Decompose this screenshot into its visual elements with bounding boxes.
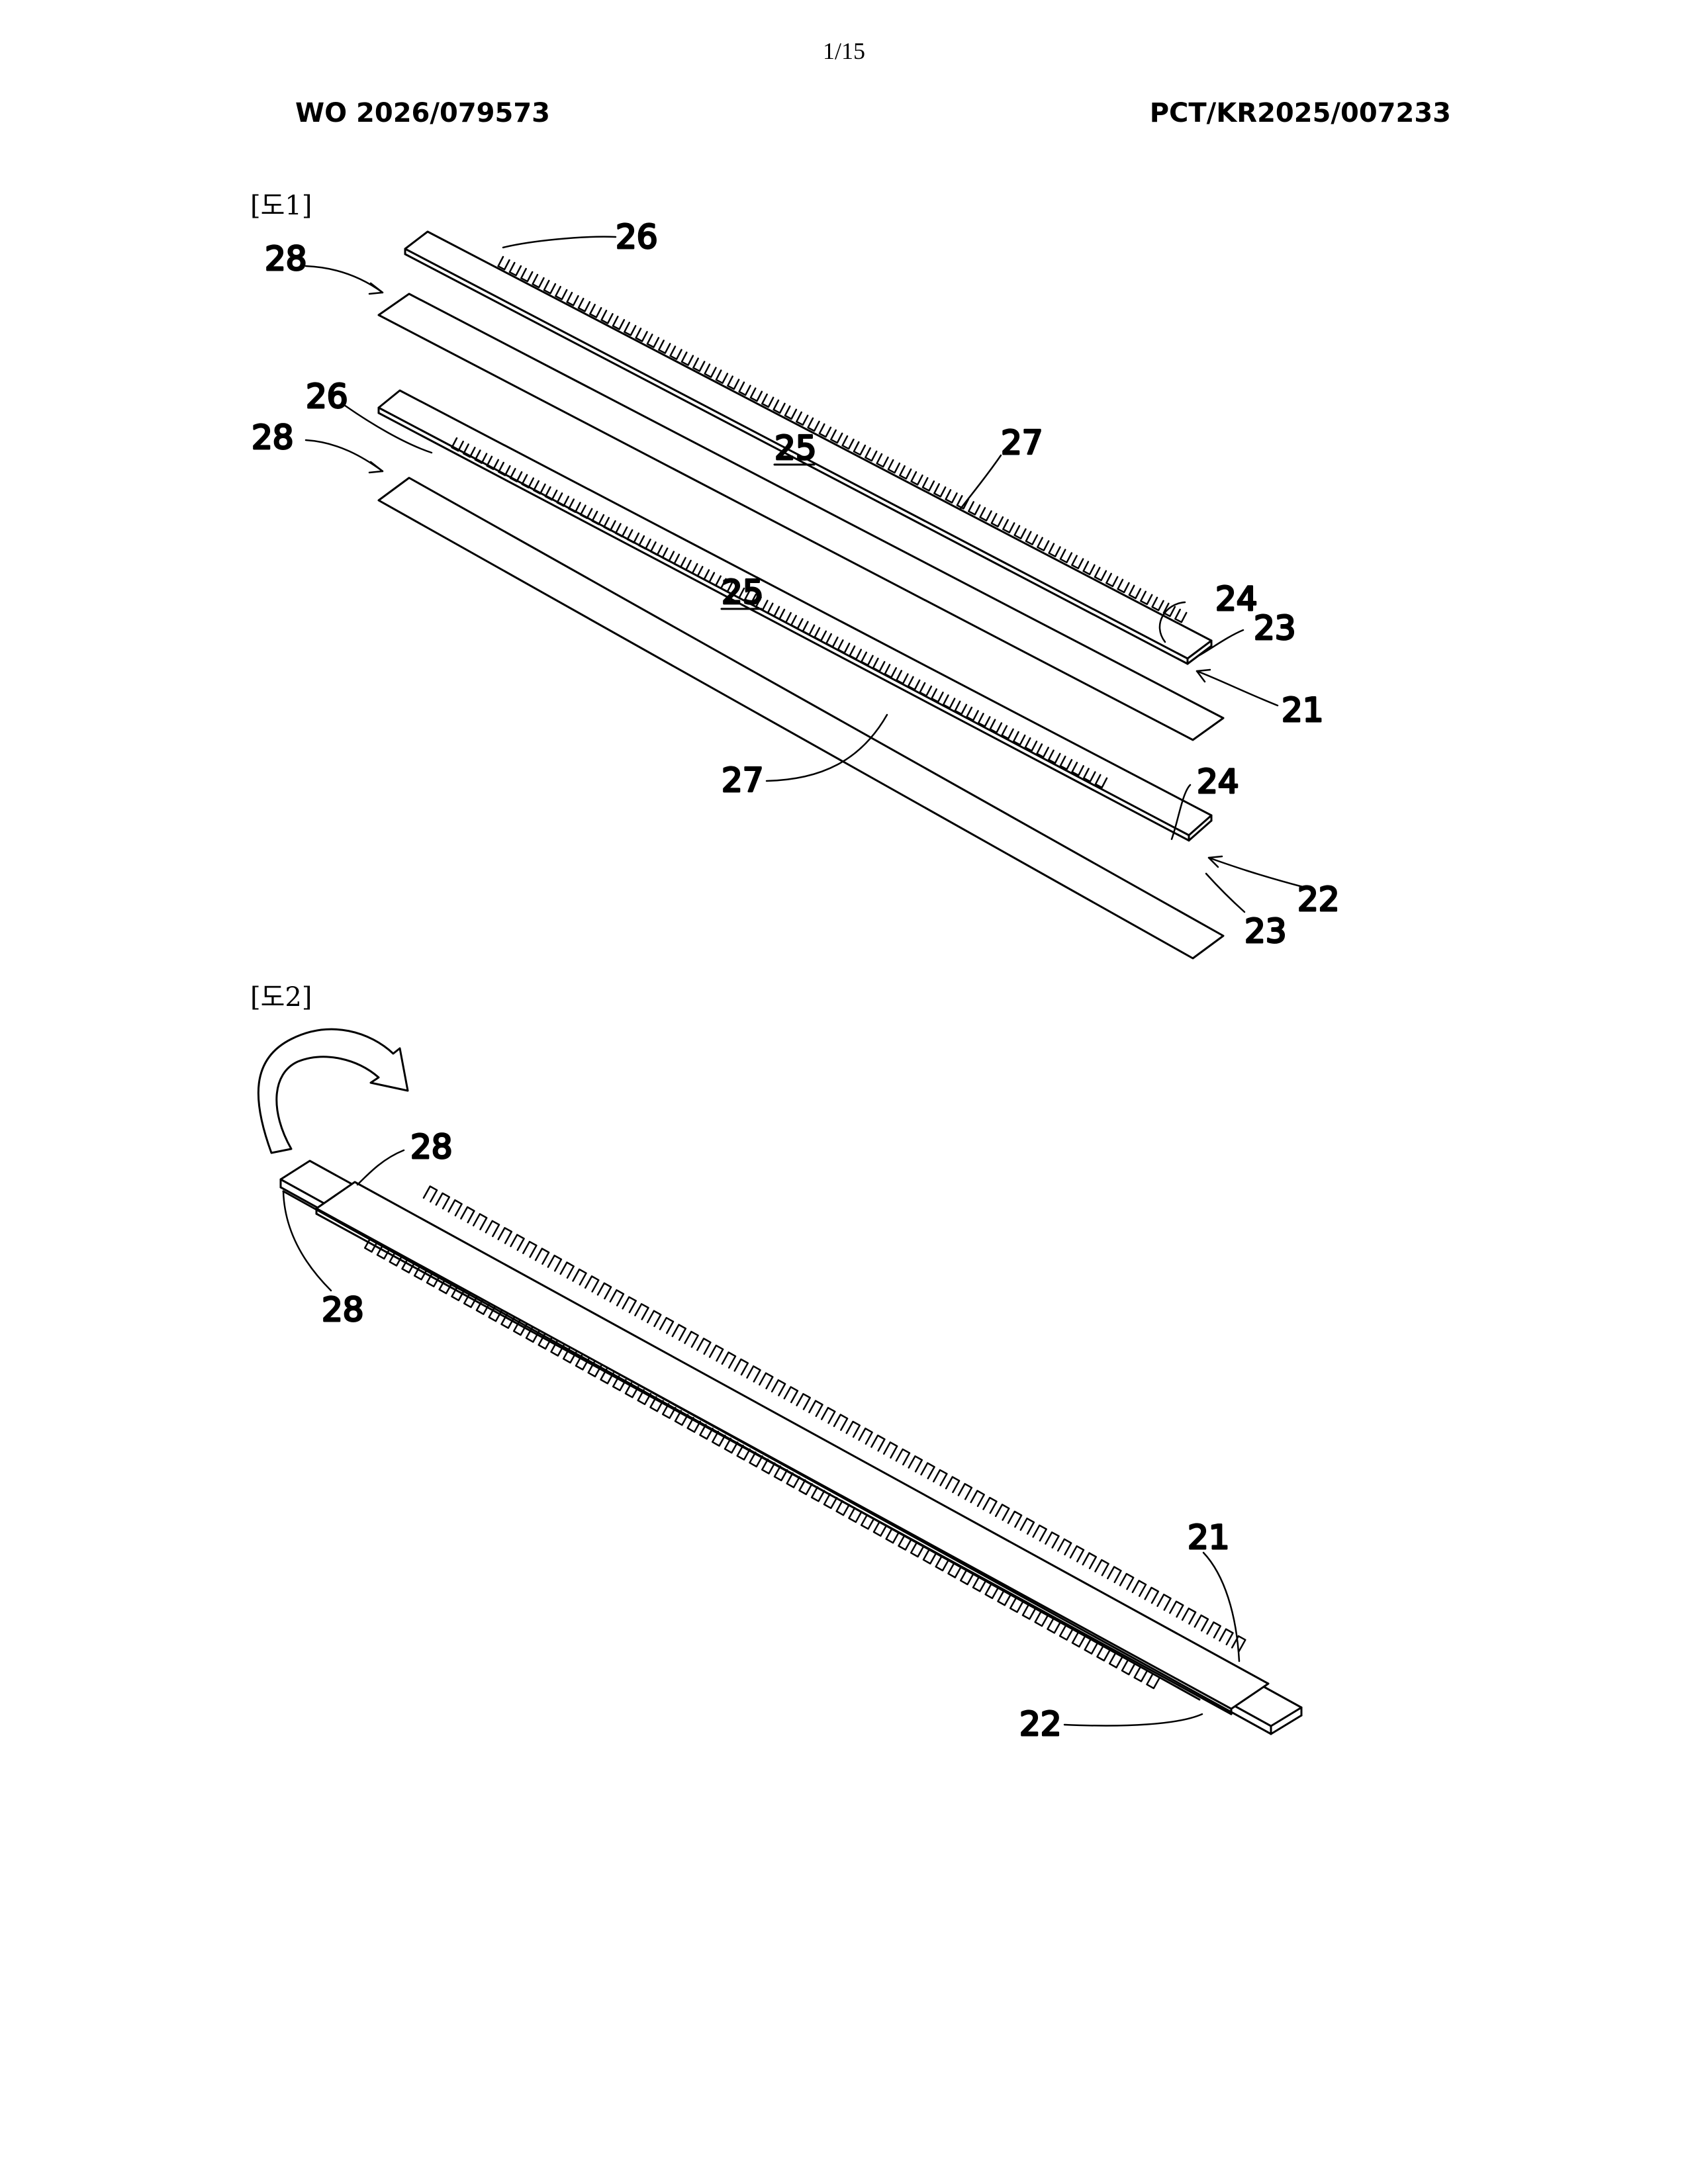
ref-25-upper: 25: [774, 429, 817, 467]
sheet-28-upper: [379, 294, 1223, 740]
assembled-strip-21: [316, 1182, 1268, 1714]
ref-25-lower: 25: [722, 573, 764, 612]
ref-28-fig2-bottom: 28: [322, 1291, 364, 1329]
ref-26-mid: 26: [306, 377, 348, 416]
serration-path: [498, 257, 1187, 622]
figure-1-drawing: 26 28 26 28 25 27 25 24 23 21 27 24 22 2…: [252, 218, 1340, 958]
figure-2-drawing: 28 28 21 22: [258, 1029, 1301, 1743]
rotation-arrow: [258, 1029, 408, 1153]
ref-26-top: 26: [616, 218, 658, 256]
ref-27-bottom: 27: [722, 761, 764, 799]
ref-28-fig2-top: 28: [410, 1128, 453, 1166]
upper-strip-teeth: [498, 257, 1187, 622]
serration-path: [424, 1187, 1245, 1652]
ref-28-top: 28: [265, 240, 307, 278]
ref-27-top: 27: [1001, 424, 1043, 462]
ref-24-bottom: 24: [1197, 762, 1239, 801]
assembled-upper-teeth: [424, 1187, 1245, 1652]
ref-21-fig1: 21: [1282, 691, 1324, 729]
ref-28-mid: 28: [252, 418, 294, 457]
sheet-28-lower: [379, 478, 1223, 958]
ref-22-fig2: 22: [1019, 1705, 1062, 1743]
ref-24-top: 24: [1215, 580, 1258, 618]
ref-22-fig1: 22: [1297, 880, 1340, 919]
ref-21-fig2: 21: [1188, 1518, 1230, 1557]
ref-23-top: 23: [1254, 609, 1296, 647]
ref-23-bottom: 23: [1244, 912, 1287, 950]
